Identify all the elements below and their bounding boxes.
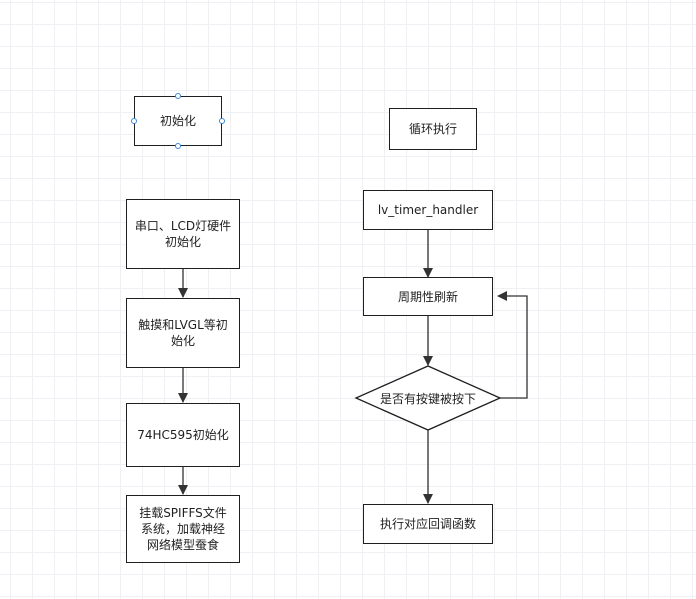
- node-init[interactable]: 初始化: [134, 96, 222, 146]
- node-spiffs-mount[interactable]: 挂载SPIFFS文件 系统，加载神经 网络模型蚕食: [126, 495, 240, 563]
- selection-handle-right[interactable]: [219, 118, 225, 124]
- selection-handle-bottom[interactable]: [175, 143, 181, 149]
- node-hc595-init[interactable]: 74HC595初始化: [126, 403, 240, 467]
- node-lv-timer-handler[interactable]: lv_timer_handler: [363, 190, 493, 230]
- node-execute-callback[interactable]: 执行对应回调函数: [363, 504, 493, 544]
- node-touch-lvgl-init[interactable]: 触摸和LVGL等初 始化: [126, 298, 240, 368]
- decision-label: 是否有按键被按下: [379, 391, 476, 406]
- node-uart-lcd-init[interactable]: 串口、LCD灯硬件 初始化: [126, 199, 240, 269]
- decision-diamond: [354, 365, 502, 431]
- arrow-decision-loop-back: [497, 291, 528, 399]
- selection-handle-top[interactable]: [175, 93, 181, 99]
- node-loop[interactable]: 循环执行: [389, 108, 477, 150]
- node-periodic-refresh[interactable]: 周期性刷新: [363, 277, 493, 316]
- selection-handle-left[interactable]: [131, 118, 137, 124]
